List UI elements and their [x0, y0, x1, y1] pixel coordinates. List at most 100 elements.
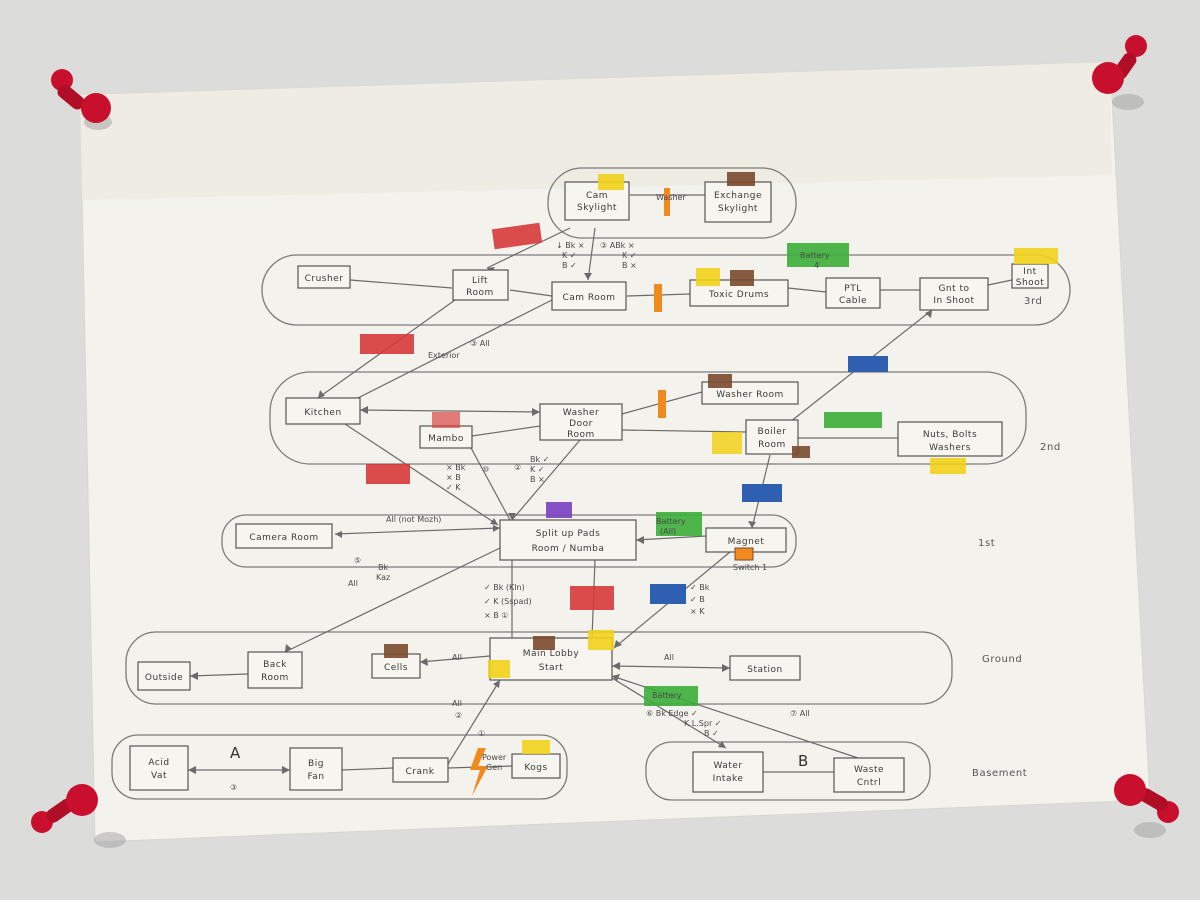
blue-marker-swatch	[650, 584, 686, 604]
note-bk-mid-1: × Bk	[446, 463, 466, 472]
room-box-gnt-to-inshoot	[919, 277, 989, 311]
room-box-crusher	[297, 265, 351, 289]
floor-labels: 3rd 2nd 1st Ground Basement	[972, 296, 1061, 779]
room-washer-door-room-line3: Room	[567, 430, 595, 440]
note-battery-4-line1: Battery	[800, 251, 830, 260]
blue-marker-swatch	[848, 356, 888, 372]
floor-2nd-outline	[269, 371, 1027, 465]
yellow-marker-swatch	[712, 432, 742, 454]
room-box-acid-vat	[129, 745, 189, 791]
room-box-int-shoot	[1011, 263, 1049, 289]
note-all-2-line1: All	[452, 699, 462, 708]
room-box-split-room	[499, 519, 637, 561]
floor-label-3rd: 3rd	[1024, 296, 1042, 307]
red-marker-swatch	[491, 222, 543, 250]
room-acid-vat-line2: Vat	[151, 771, 167, 781]
room-box-outside	[137, 661, 191, 691]
power-bolt-icon	[470, 748, 488, 796]
green-marker-swatch	[656, 512, 702, 536]
note-water-2: K L.Spr ✓	[684, 719, 721, 728]
floor-label-basement: Basement	[972, 768, 1027, 779]
room-labels: Cam Skylight Exchange Skylight Crusher L…	[145, 191, 1044, 788]
note-all-not-mozh: All (not Mozh)	[386, 515, 441, 524]
yellow-marker-swatch	[930, 458, 966, 474]
push-pin-icon	[1114, 774, 1179, 838]
letter-b: B	[798, 752, 808, 770]
room-box-crank	[392, 757, 449, 783]
note-lobby-up-3: × B ①	[484, 611, 508, 620]
note-abk-2: K ✓	[622, 251, 637, 260]
room-cam-skylight-line2: Skylight	[577, 203, 617, 213]
yellow-marker-swatch	[488, 660, 510, 678]
room-main-lobby-line2: Start	[539, 663, 564, 673]
room-box-lift-room	[452, 269, 509, 301]
room-gnt-to-inshoot-line2: In Shoot	[933, 296, 974, 306]
note-bk-kaz-2: Kaz	[376, 573, 390, 582]
room-box-camera-room	[235, 523, 333, 549]
note-battery-all-line1: Battery	[656, 517, 686, 526]
floor-label-2nd: 2nd	[1040, 442, 1061, 453]
note-all-left: All	[348, 579, 358, 588]
room-station: Station	[747, 665, 783, 675]
room-boiler-room-line2: Room	[758, 440, 786, 450]
note-lobby-up-2: ✓ K (Sspad)	[484, 597, 532, 606]
note-circle-5: ⑤	[354, 556, 361, 565]
orange-marker-swatch	[734, 547, 754, 561]
room-ptl-cable-line2: Cable	[839, 296, 867, 306]
basement-a-outline	[111, 734, 568, 800]
red-marker-swatch	[432, 412, 460, 428]
room-box-exchange-skylight	[704, 181, 772, 223]
note-power-gen-line2: Gen	[486, 763, 502, 772]
room-camera-room: Camera Room	[249, 533, 318, 543]
note-blue-bk-2: ✓ B	[690, 595, 705, 604]
note-switch-1: Switch 1	[733, 563, 767, 572]
room-ptl-cable-line1: PTL	[844, 284, 861, 294]
room-cam-room: Cam Room	[562, 293, 615, 303]
brown-marker-swatch	[384, 644, 408, 658]
green-marker-swatch	[644, 686, 698, 706]
room-water-intake-line2: Intake	[713, 774, 744, 784]
room-toxic-drums: Toxic Drums	[708, 290, 769, 300]
note-washer: Washer	[656, 193, 686, 202]
note-circle-3: ③	[230, 783, 237, 792]
room-waste-cntrl-line2: Cntrl	[857, 778, 881, 788]
floor-outlines	[111, 167, 1071, 801]
room-boiler-room-line1: Boiler	[758, 427, 787, 437]
room-exchange-skylight-line2: Skylight	[718, 204, 758, 214]
note-circle-10: ⑩	[482, 465, 489, 474]
room-main-lobby-line1: Main Lobby	[523, 649, 580, 659]
room-box-water-intake	[692, 751, 764, 793]
room-box-kitchen	[285, 397, 361, 425]
note-all-2-line2: ②	[455, 711, 462, 720]
room-split-room-line1: Split up Pads	[536, 529, 601, 539]
note-all-7: ⑦ All	[790, 709, 810, 718]
note-battery: Battery	[652, 691, 682, 700]
room-box-station	[729, 655, 801, 681]
room-big-fan-line1: Big	[308, 759, 324, 769]
orange-marker-swatch	[654, 284, 662, 312]
note-exterior: Exterior	[428, 351, 460, 360]
yellow-marker-swatch	[1014, 248, 1058, 264]
room-washer-room: Washer Room	[716, 390, 783, 400]
note-bk-mid2-1: Bk ✓	[530, 455, 549, 464]
note-abk-3: B ×	[622, 261, 637, 270]
room-crank: Crank	[406, 767, 435, 777]
note-bk-mid2-2: K ✓	[530, 465, 545, 474]
annotations: Washer ↓ Bk × K ✓ B ✓ ③ ABk × K ✓ B × Ba…	[230, 193, 830, 792]
note-water-3: B ✓	[704, 729, 719, 738]
room-box-boiler-room	[745, 419, 799, 455]
room-acid-vat-line1: Acid	[148, 758, 169, 768]
room-washer-door-room-line2: Door	[569, 419, 593, 429]
room-nuts-bolts-line1: Nuts, Bolts	[923, 430, 977, 440]
room-mambo: Mambo	[428, 434, 464, 444]
room-box-washer-door-room	[539, 403, 623, 441]
push-pin-icon	[31, 784, 126, 848]
room-lift-room-line2: Room	[466, 288, 494, 298]
room-outside: Outside	[145, 673, 183, 683]
room-int-shoot-line1: Int	[1023, 267, 1036, 277]
room-magnet: Magnet	[728, 537, 765, 547]
orange-marker-swatch	[658, 390, 666, 418]
green-marker-swatch	[787, 243, 849, 267]
orange-marker-swatch	[664, 188, 670, 216]
note-blue-bk-3: × K	[690, 607, 705, 616]
